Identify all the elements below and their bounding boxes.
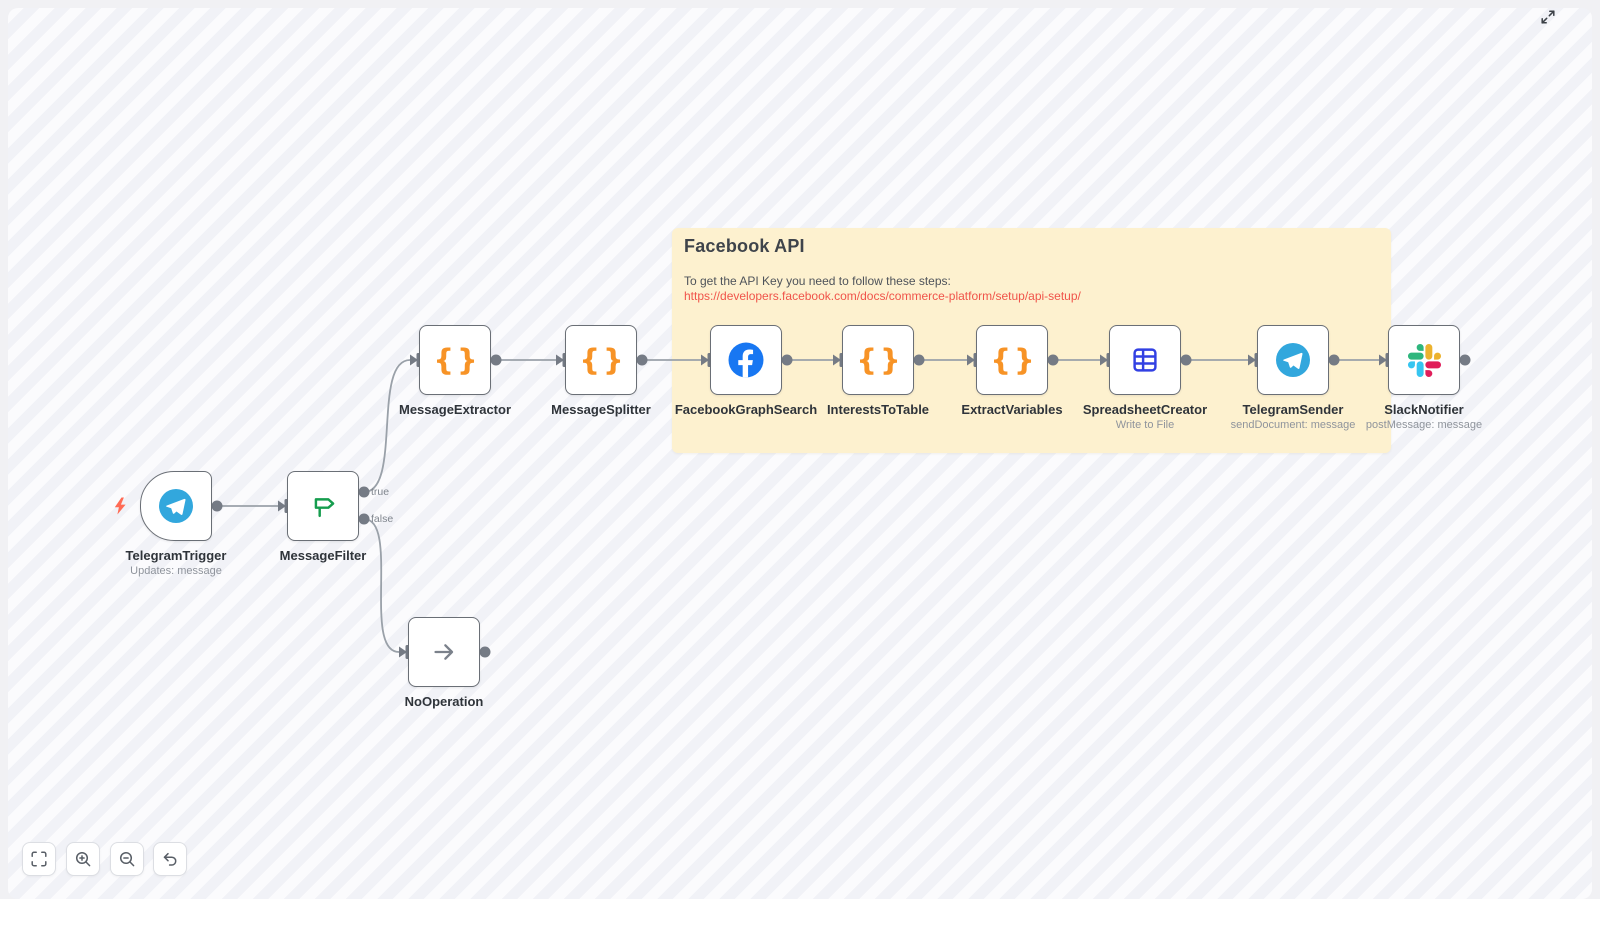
node-telegram-sender[interactable] xyxy=(1257,325,1329,395)
spreadsheet-icon xyxy=(1133,348,1157,372)
output-label-true: true xyxy=(371,486,390,498)
undo-icon xyxy=(163,852,177,866)
expand-view-button[interactable] xyxy=(1540,9,1560,29)
expand-icon xyxy=(1541,10,1555,24)
code-braces-icon: {} xyxy=(856,342,904,377)
node-extract-variables[interactable]: {} xyxy=(976,325,1048,395)
slack-icon xyxy=(1407,343,1441,377)
node-slack-notifier[interactable] xyxy=(1388,325,1460,395)
node-subtitle: postMessage: message xyxy=(1365,419,1483,431)
telegram-icon xyxy=(1276,343,1310,377)
telegram-icon xyxy=(159,489,193,523)
zoom-in-icon xyxy=(75,851,91,867)
node-facebook-graph-search[interactable] xyxy=(710,325,782,395)
zoom-in-button[interactable] xyxy=(66,842,100,876)
node-label: FacebookGraphSearch xyxy=(674,402,818,417)
filter-signpost-icon xyxy=(314,498,335,518)
fit-view-icon xyxy=(31,851,47,867)
output-label-false: false xyxy=(371,513,394,525)
node-subtitle: Write to File xyxy=(1115,419,1175,431)
node-label: MessageSplitter xyxy=(551,402,651,417)
node-label: InterestsToTable xyxy=(826,402,930,417)
sticky-link[interactable]: https://developers.facebook.com/docs/com… xyxy=(684,289,1081,303)
trigger-bolt-icon xyxy=(114,497,126,515)
node-label: MessageFilter xyxy=(279,548,367,563)
sticky-title: Facebook API xyxy=(684,236,805,256)
undo-button[interactable] xyxy=(153,842,187,876)
node-label: NoOperation xyxy=(404,694,484,709)
code-braces-icon: {} xyxy=(579,342,627,377)
zoom-out-icon xyxy=(119,851,135,867)
node-label: ExtractVariables xyxy=(961,402,1063,417)
workflow-canvas[interactable] xyxy=(8,8,1592,899)
node-interests-to-table[interactable]: {} xyxy=(842,325,914,395)
node-message-extractor[interactable]: {} xyxy=(419,325,491,395)
zoom-out-button[interactable] xyxy=(110,842,144,876)
code-braces-icon: {} xyxy=(433,342,481,377)
node-telegram-trigger[interactable] xyxy=(140,471,212,541)
node-label: SlackNotifier xyxy=(1384,402,1464,417)
arrow-right-icon xyxy=(434,644,454,660)
code-braces-icon: {} xyxy=(990,342,1038,377)
node-subtitle: sendDocument: message xyxy=(1230,419,1356,431)
fit-view-button[interactable] xyxy=(22,842,56,876)
node-spreadsheet-creator[interactable] xyxy=(1109,325,1181,395)
facebook-icon xyxy=(728,342,764,378)
node-message-filter[interactable] xyxy=(287,471,359,541)
node-subtitle: Updates: message xyxy=(130,565,222,577)
node-message-splitter[interactable]: {} xyxy=(565,325,637,395)
node-label: TelegramTrigger xyxy=(125,548,227,563)
node-label: TelegramSender xyxy=(1242,402,1344,417)
node-label: SpreadsheetCreator xyxy=(1082,402,1208,417)
sticky-body-text: To get the API Key you need to follow th… xyxy=(684,274,951,288)
node-label: MessageExtractor xyxy=(399,402,511,417)
node-no-operation[interactable] xyxy=(408,617,480,687)
